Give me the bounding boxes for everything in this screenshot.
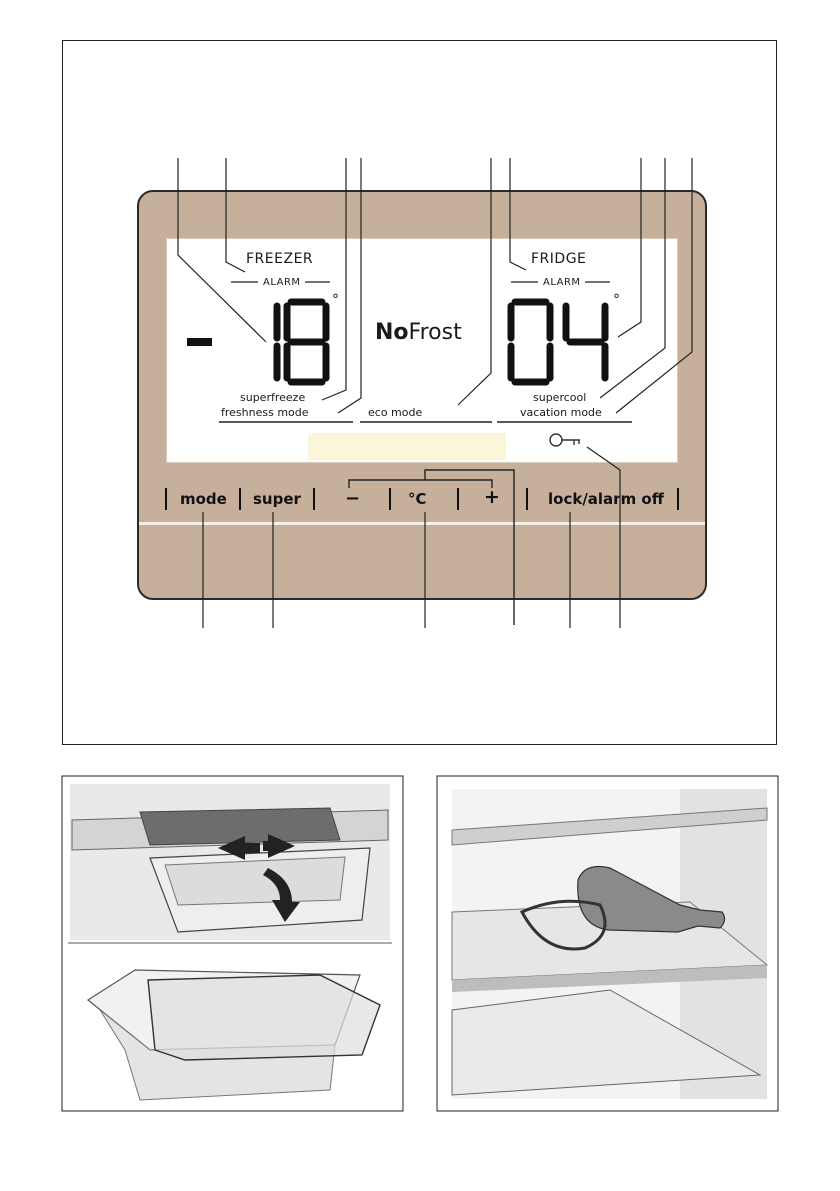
bottom-callout-lines xyxy=(203,447,620,628)
key-icon xyxy=(550,434,580,446)
fridge-digit-4 xyxy=(566,306,605,378)
plus-minus-bracket xyxy=(349,470,514,625)
freezer-digit-8 xyxy=(287,302,326,382)
wine-bottle-on-shelf-illustration xyxy=(452,789,767,1099)
button-separators xyxy=(166,488,678,510)
fridge-digit-0 xyxy=(511,302,550,382)
freezer-minus-segment xyxy=(187,338,212,346)
top-callout-lines xyxy=(178,158,692,413)
